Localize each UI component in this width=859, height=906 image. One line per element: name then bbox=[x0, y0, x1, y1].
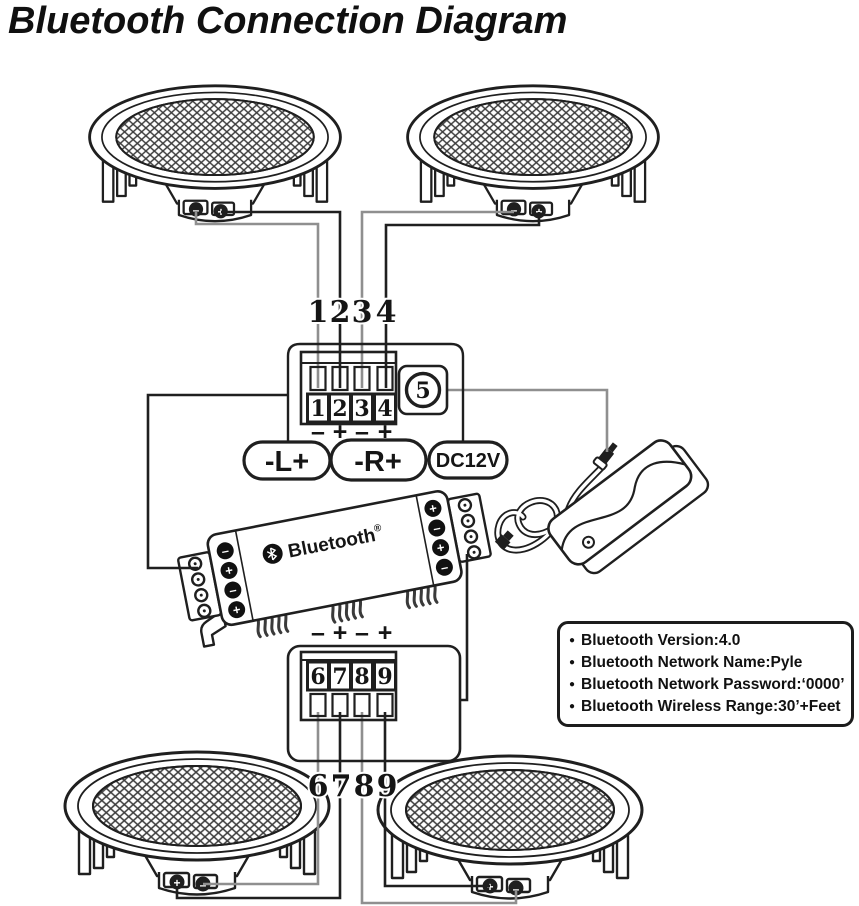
amp-left-terminals: – + – + bbox=[216, 542, 246, 619]
amp-terminal-sign: – bbox=[228, 582, 238, 598]
left-channel-label: -L+ bbox=[265, 446, 309, 478]
info-text-range: Bluetooth Wireless Range:30’+Feet bbox=[581, 698, 841, 715]
top-block-bracket bbox=[286, 342, 465, 442]
terminal-sign: + bbox=[173, 876, 180, 890]
bottom-block-bracket bbox=[286, 644, 462, 763]
polarity-plus: + bbox=[333, 619, 348, 647]
slot-label-4: 4 bbox=[377, 396, 392, 422]
wire-amp-left bbox=[146, 393, 288, 570]
amp-panel-line bbox=[415, 495, 435, 586]
wire-number-4: 4 bbox=[376, 295, 397, 330]
amp-terminal-sign: – bbox=[220, 543, 230, 559]
bullet-icon: ● bbox=[569, 657, 576, 668]
amp-left-connector bbox=[177, 551, 223, 622]
adapter-brick bbox=[547, 439, 710, 575]
info-text-network-name: Bluetooth Network Name:Pyle bbox=[581, 654, 803, 671]
bluetooth-amplifier: – + – + + – + – Bluetooth ® bbox=[177, 490, 492, 648]
top-wire-numbers: 1 2 3 4 bbox=[306, 293, 399, 332]
wiring bbox=[146, 210, 609, 905]
info-text-password: Bluetooth Network Password:‘0000’ bbox=[581, 676, 845, 693]
wire-4 bbox=[384, 212, 541, 388]
wire-3 bbox=[360, 210, 514, 388]
channel-labels: -L+ -R+ DC12V bbox=[242, 438, 509, 482]
wire-6 bbox=[203, 712, 320, 886]
polarity-minus: – bbox=[311, 418, 325, 446]
terminal-sign: – bbox=[193, 203, 200, 217]
top-terminal-block: 1 2 3 4 5 – + – + bbox=[286, 342, 465, 446]
amp-right-terminals: + – + – bbox=[424, 499, 453, 576]
bottom-block-numbered-slots bbox=[306, 660, 397, 692]
slot-label-1: 1 bbox=[310, 396, 325, 422]
wire-7 bbox=[175, 712, 342, 900]
dc-power-label: DC12V bbox=[436, 450, 501, 472]
amp-mounting-flange bbox=[200, 609, 227, 648]
wire-number-3: 3 bbox=[352, 295, 373, 330]
info-line: ● Bluetooth Network Name:Pyle bbox=[569, 652, 843, 673]
amp-body bbox=[206, 490, 463, 627]
speaker-top-right bbox=[406, 84, 660, 223]
wire-8 bbox=[360, 712, 518, 905]
wire-number-6: 6 bbox=[308, 769, 329, 804]
wire-1 bbox=[194, 212, 320, 388]
registered-mark: ® bbox=[373, 523, 383, 535]
amp-terminal-sign: + bbox=[224, 562, 235, 578]
wire-dc-power bbox=[440, 388, 609, 452]
wire-amp-right bbox=[460, 554, 469, 702]
speaker-bottom-left bbox=[63, 750, 331, 896]
dc-power-oval bbox=[427, 440, 509, 480]
info-line: ● Bluetooth Network Password:‘0000’ bbox=[569, 674, 845, 695]
bullet-icon: ● bbox=[569, 679, 576, 690]
slot-label-6: 6 bbox=[310, 664, 325, 690]
amp-terminal-sign: – bbox=[432, 520, 442, 536]
polarity-minus: – bbox=[355, 619, 369, 647]
info-line: ● Bluetooth Version:4.0 bbox=[569, 630, 843, 651]
dc-plug-icon bbox=[592, 442, 618, 471]
terminal-sign: – bbox=[511, 203, 518, 217]
bottom-block-wire-slots bbox=[309, 692, 394, 718]
polarity-plus: + bbox=[333, 418, 348, 446]
polarity-plus: + bbox=[378, 619, 393, 647]
slot-label-5: 5 bbox=[415, 378, 430, 404]
slot-label-3: 3 bbox=[354, 396, 369, 422]
wire-number-2: 2 bbox=[330, 295, 351, 330]
amp-terminal-sign: + bbox=[435, 539, 446, 555]
wire-number-7: 7 bbox=[331, 769, 352, 804]
amp-terminal-sign: + bbox=[428, 500, 439, 516]
amp-terminal-sign: + bbox=[232, 602, 243, 618]
wire-9 bbox=[383, 712, 490, 888]
dc-jack bbox=[404, 371, 442, 409]
info-text-version: Bluetooth Version:4.0 bbox=[581, 632, 741, 649]
top-block-numbered-slots bbox=[306, 392, 397, 424]
bottom-terminal-block: – + – + 6 7 8 9 bbox=[286, 619, 462, 763]
slot-label-2: 2 bbox=[332, 396, 347, 422]
page-title: Bluetooth Connection Diagram bbox=[8, 0, 568, 42]
wire-2 bbox=[221, 210, 342, 388]
slot-label-9: 9 bbox=[377, 664, 392, 690]
power-adapter bbox=[494, 439, 710, 575]
speaker-top-left bbox=[88, 84, 342, 223]
wire-number-8: 8 bbox=[354, 769, 375, 804]
slot-label-8: 8 bbox=[354, 664, 369, 690]
terminal-sign: – bbox=[513, 882, 520, 896]
bullet-icon: ● bbox=[569, 701, 576, 712]
right-channel-label: -R+ bbox=[354, 446, 402, 478]
adapter-groove bbox=[560, 460, 686, 551]
info-line: ● Bluetooth Wireless Range:30’+Feet bbox=[569, 696, 843, 717]
right-channel-oval bbox=[329, 438, 428, 482]
wire-number-1: 1 bbox=[308, 295, 329, 330]
top-block-housing bbox=[299, 350, 398, 426]
bluetooth-info-box: ● Bluetooth Version:4.0 ● Bluetooth Netw… bbox=[557, 621, 854, 727]
wire-number-9: 9 bbox=[377, 769, 398, 804]
bottom-wire-numbers: 6 7 8 9 bbox=[306, 767, 400, 806]
speaker-bottom-right bbox=[376, 754, 644, 900]
amp-terminal-sign: – bbox=[439, 559, 449, 575]
slot-label-7: 7 bbox=[332, 664, 347, 690]
top-block-wire-slots bbox=[309, 365, 394, 392]
amp-panel-line bbox=[234, 530, 254, 621]
bluetooth-rune bbox=[266, 547, 278, 561]
polarity-minus: – bbox=[311, 619, 325, 647]
adapter-cord-connector bbox=[494, 530, 514, 550]
bullet-icon: ● bbox=[569, 635, 576, 646]
